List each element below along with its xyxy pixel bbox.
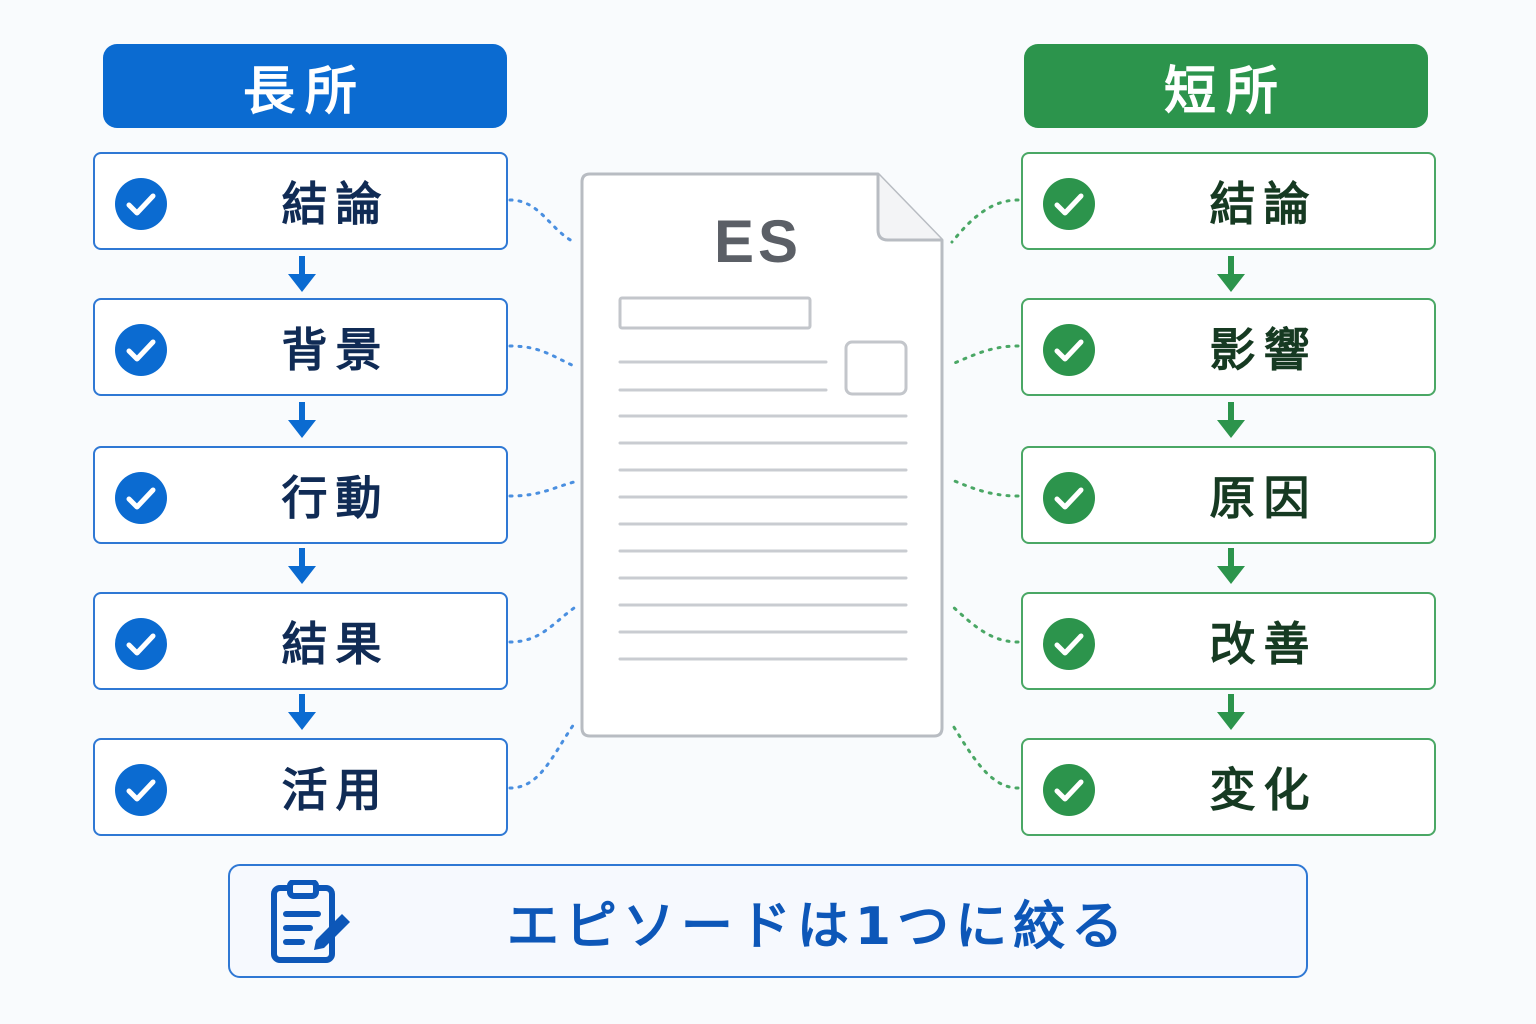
arrow-down-icon xyxy=(1217,402,1245,438)
footer-message: エピソードは1つに絞る xyxy=(506,896,1130,957)
weaknesses-step-label: 結論 xyxy=(1209,177,1318,231)
strengths-step-label: 行動 xyxy=(281,471,390,525)
weaknesses-step-label: 変化 xyxy=(1209,763,1318,817)
check-icon xyxy=(115,618,167,670)
strengths-step-4: 結果 xyxy=(93,592,508,690)
weaknesses-step-label: 改善 xyxy=(1209,617,1318,671)
connector-left-1 xyxy=(508,198,576,244)
document-label: ES xyxy=(714,208,802,275)
check-icon xyxy=(115,178,167,230)
connector-left-2 xyxy=(508,344,576,368)
check-icon xyxy=(1043,472,1095,524)
connector-right-2 xyxy=(950,344,1020,366)
weaknesses-step-2: 影響 xyxy=(1021,298,1436,396)
arrow-down-icon xyxy=(1217,694,1245,730)
check-icon xyxy=(115,324,167,376)
strengths-title: 長所 xyxy=(242,61,367,122)
check-icon xyxy=(1043,618,1095,670)
weaknesses-header: 短所 xyxy=(1024,44,1428,128)
strengths-step-1: 結論 xyxy=(93,152,508,250)
connector-right-1 xyxy=(950,198,1020,244)
weaknesses-step-5: 変化 xyxy=(1021,738,1436,836)
check-icon xyxy=(1043,764,1095,816)
clipboard-pen-icon xyxy=(271,880,350,963)
connector-right-5 xyxy=(950,722,1020,790)
connector-left-5 xyxy=(508,722,576,790)
strengths-step-label: 結果 xyxy=(281,617,390,671)
arrow-down-icon xyxy=(1217,548,1245,584)
strengths-step-5: 活用 xyxy=(93,738,508,836)
strengths-header: 長所 xyxy=(103,44,507,128)
arrow-down-icon xyxy=(288,694,316,730)
strengths-step-label: 活用 xyxy=(281,763,390,817)
arrow-down-icon xyxy=(1217,256,1245,292)
weaknesses-step-label: 原因 xyxy=(1209,471,1318,525)
connector-left-3 xyxy=(508,480,576,498)
weaknesses-title: 短所 xyxy=(1163,61,1288,122)
connector-right-4 xyxy=(950,604,1020,644)
weaknesses-step-1: 結論 xyxy=(1021,152,1436,250)
check-icon xyxy=(1043,324,1095,376)
check-icon xyxy=(115,764,167,816)
footer-banner: エピソードは1つに絞る xyxy=(228,864,1308,978)
strengths-step-2: 背景 xyxy=(93,298,508,396)
check-icon xyxy=(115,472,167,524)
strengths-step-3: 行動 xyxy=(93,446,508,544)
arrow-down-icon xyxy=(288,402,316,438)
arrow-down-icon xyxy=(288,548,316,584)
check-icon xyxy=(1043,178,1095,230)
es-document-icon: ES xyxy=(580,172,944,738)
strengths-step-label: 結論 xyxy=(281,177,390,231)
arrow-down-icon xyxy=(288,256,316,292)
weaknesses-step-4: 改善 xyxy=(1021,592,1436,690)
weaknesses-step-label: 影響 xyxy=(1209,323,1318,377)
connector-left-4 xyxy=(508,606,576,644)
connector-right-3 xyxy=(950,478,1020,498)
strengths-step-label: 背景 xyxy=(281,323,390,377)
weaknesses-step-3: 原因 xyxy=(1021,446,1436,544)
